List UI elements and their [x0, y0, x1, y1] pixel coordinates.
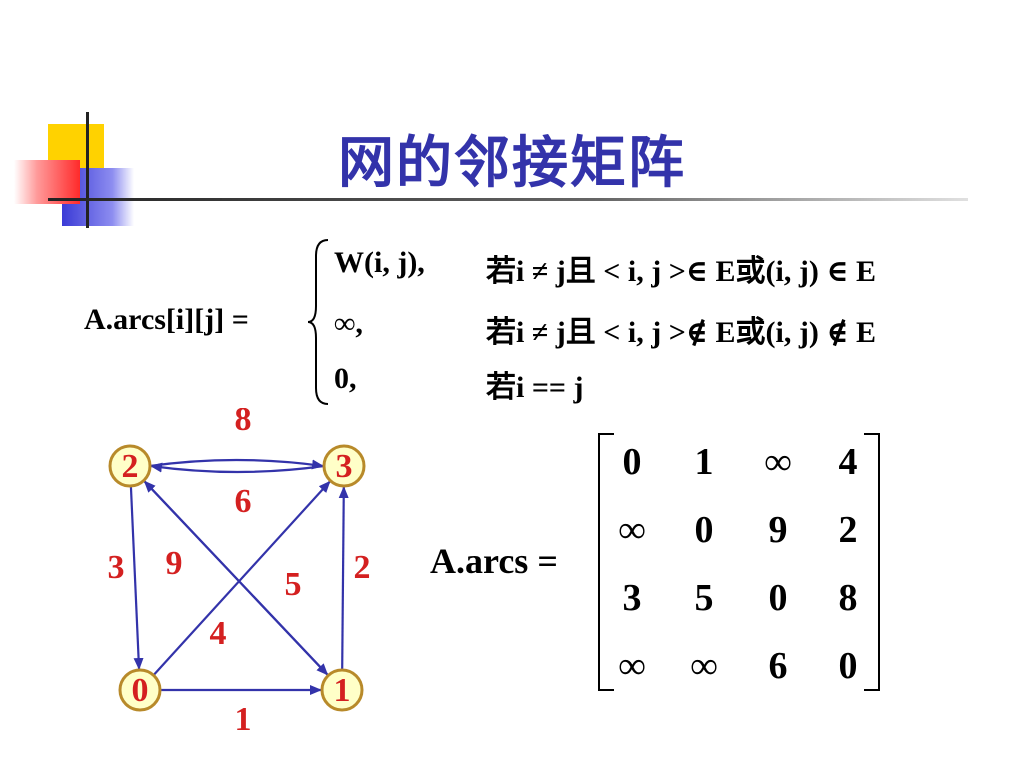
- node-circle-2: [108, 444, 152, 488]
- matrix-cell-1-3: 2: [838, 509, 858, 551]
- edge-2-1: [142, 479, 329, 676]
- case-value-1: W(i, j),: [334, 246, 425, 279]
- matrix-cell-1-0: ∞: [618, 509, 646, 551]
- matrix-cell-0-3: 4: [838, 441, 858, 483]
- matrix-cell-3-2: 6: [768, 645, 788, 687]
- matrix-cell-3-1: ∞: [690, 645, 718, 687]
- matrix-cell-0-1: 1: [694, 441, 714, 483]
- deco-red-square: [14, 160, 80, 204]
- matrix-cell-0-0: 0: [622, 441, 642, 483]
- edge-0-3: [152, 480, 331, 676]
- matrix-cell-1-1: 0: [694, 509, 714, 551]
- edge-weight-1-2: 5: [285, 566, 302, 603]
- slide-title: 网的邻接矩阵: [338, 131, 686, 196]
- formula-brace: [307, 239, 329, 405]
- matrix-label: A.arcs =: [430, 541, 558, 581]
- node-2: 2: [108, 444, 152, 488]
- node-label-1: 1: [334, 672, 351, 709]
- node-3: 3: [322, 444, 366, 488]
- edge-2-3: [149, 458, 324, 470]
- matrix-cell-2-3: 8: [838, 577, 858, 619]
- edge-weight-2-0: 3: [108, 549, 125, 586]
- node-circle-3: [322, 444, 366, 488]
- matrix-right-bracket: [864, 433, 880, 691]
- case-condition-2: 若i ≠ j且 < i, j >∉ E或(i, j) ∉ E: [486, 316, 877, 349]
- case-condition-3: 若i == j: [486, 371, 584, 404]
- edge-2-0: [129, 485, 144, 671]
- edge-1-3: [338, 485, 349, 671]
- edge-weight-1-3: 2: [354, 549, 371, 586]
- matrix-cell-0-2: ∞: [764, 441, 792, 483]
- node-label-2: 2: [122, 448, 139, 485]
- edge-weight-0-3: 4: [210, 615, 227, 652]
- node-circle-0: [118, 668, 162, 712]
- edge-3-2: [150, 462, 325, 474]
- matrix-cell-2-0: 3: [622, 577, 642, 619]
- edge-weight-3-2: 6: [235, 483, 252, 520]
- title-underline: [48, 198, 968, 201]
- case-condition-1: 若i ≠ j且 < i, j >∈ E或(i, j) ∈ E: [486, 255, 877, 288]
- network-graph: 0 1 2 3 1 4 5 2 3 9 8 6: [108, 408, 371, 738]
- formula-lhs: A.arcs[i][j] =: [84, 303, 249, 336]
- node-0: 0: [118, 668, 162, 712]
- edge-weight-0-1: 1: [235, 701, 252, 738]
- matrix-cell-3-0: ∞: [618, 645, 646, 687]
- matrix-cell-3-3: 0: [838, 645, 858, 687]
- matrix-cell-2-2: 0: [768, 577, 788, 619]
- edge-weight-2-3: 8: [235, 408, 252, 438]
- node-label-0: 0: [132, 672, 149, 709]
- case-value-2: ∞,: [334, 307, 363, 340]
- case-value-3: 0,: [334, 362, 357, 395]
- node-1: 1: [320, 668, 364, 712]
- node-circle-1: [320, 668, 364, 712]
- matrix-left-bracket: [598, 433, 614, 691]
- matrix-cell-2-1: 5: [694, 577, 714, 619]
- deco-vertical-line: [86, 112, 89, 228]
- edge-weight-2-1: 9: [166, 545, 183, 582]
- matrix-cell-1-2: 9: [768, 509, 788, 551]
- node-label-3: 3: [336, 448, 353, 485]
